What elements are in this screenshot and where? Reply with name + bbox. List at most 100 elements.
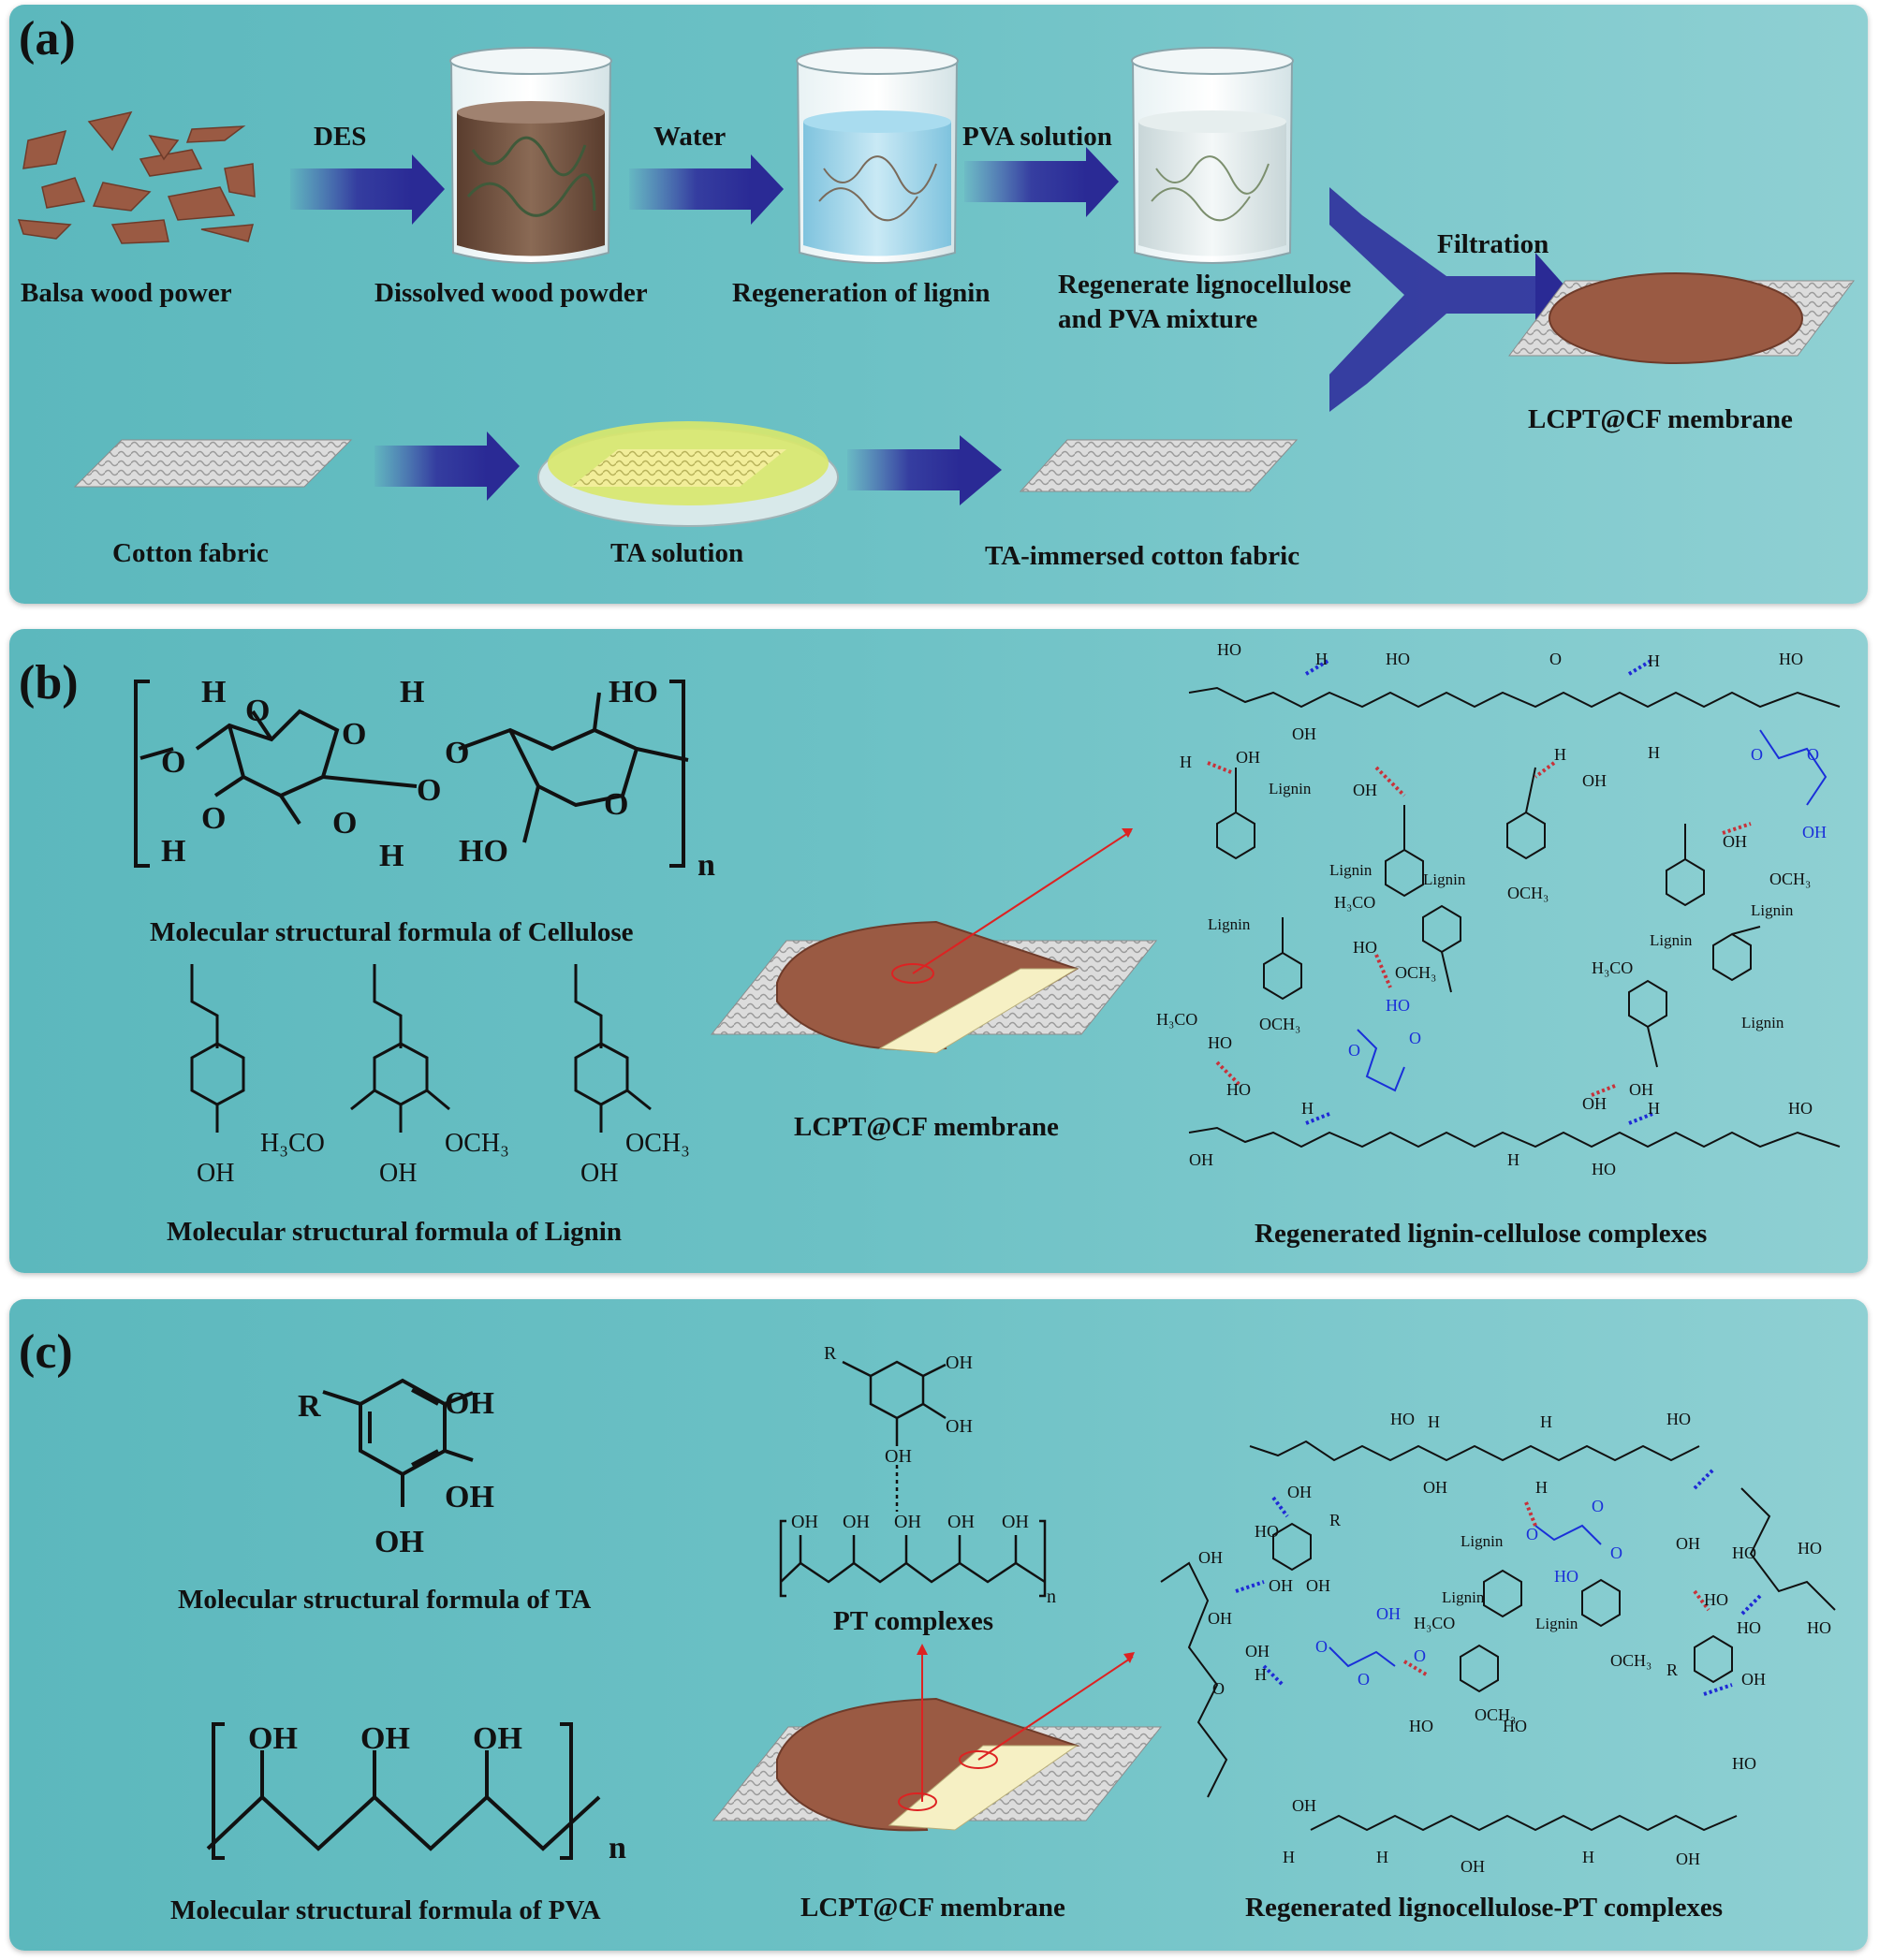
lcpt-membrane-b [710, 828, 1158, 1054]
svg-text:Lignin: Lignin [1535, 1615, 1578, 1632]
svg-text:OH: OH [1236, 748, 1260, 767]
cellulose-caption: Molecular structural formula of Cellulos… [150, 917, 634, 947]
panel-b-label: (b) [19, 656, 79, 709]
svg-text:Lignin: Lignin [1442, 1588, 1485, 1606]
svg-text:OH: OH [1208, 1609, 1232, 1628]
svg-text:H₃CO: H₃CO [260, 1129, 325, 1158]
ester-blue [1357, 729, 1828, 1092]
svg-text:H: H [1540, 1412, 1552, 1431]
svg-text:O: O [245, 694, 270, 728]
svg-text:H: H [1648, 1099, 1660, 1118]
svg-text:HO: HO [1390, 1410, 1415, 1428]
svg-text:OH: OH [885, 1446, 912, 1467]
svg-text:Lignin: Lignin [1751, 901, 1794, 919]
hbonds-blue [1304, 658, 1654, 1125]
svg-text:HO: HO [1226, 1080, 1251, 1099]
svg-text:HO: HO [1386, 996, 1410, 1015]
svg-text:HO: HO [1807, 1618, 1831, 1637]
arrow-label-des: DES [314, 122, 367, 152]
lignin-tags: Lignin Lignin Lignin Lignin Lignin Ligni… [1208, 780, 1794, 1031]
svg-text:HO: HO [1704, 1590, 1728, 1609]
complex-caption-b: Regenerated lignin-cellulose complexes [1255, 1219, 1708, 1249]
svg-text:HO: HO [1503, 1717, 1527, 1735]
cellulose-n: n [697, 848, 715, 883]
pva-n: n [609, 1831, 626, 1865]
svg-text:HO: HO [1779, 650, 1803, 668]
step-label-cotton: Cotton fabric [112, 538, 269, 568]
ester-blue-c [1329, 1524, 1602, 1668]
svg-text:H: H [1648, 651, 1660, 670]
pva-structure [206, 1722, 601, 1860]
svg-text:OH: OH [1629, 1080, 1653, 1099]
svg-text:R: R [298, 1389, 321, 1424]
panel-c-label: (c) [19, 1325, 73, 1379]
cellulose-structure [134, 680, 689, 868]
svg-text:O: O [1592, 1497, 1604, 1515]
step-label-ta-solution: TA solution [610, 538, 744, 568]
svg-text:OH: OH [946, 1416, 973, 1437]
svg-text:OH: OH [843, 1512, 870, 1532]
svg-text:H: H [1507, 1150, 1519, 1169]
hbonds-blue-c [1235, 1468, 1762, 1696]
step-label-ta-cotton: TA-immersed cotton fabric [985, 541, 1300, 571]
svg-text:OH: OH [1292, 1796, 1316, 1815]
step-label-dissolved: Dissolved wood powder [374, 278, 648, 308]
hbonds-red [1207, 761, 1752, 1097]
svg-text:H: H [1535, 1478, 1548, 1497]
svg-text:OH: OH [379, 1159, 417, 1188]
svg-text:OH: OH [894, 1512, 921, 1532]
svg-text:HO: HO [1788, 1099, 1813, 1118]
svg-text:OCH₃: OCH₃ [1395, 963, 1436, 982]
svg-text:OH: OH [580, 1159, 618, 1188]
svg-text:OCH₃: OCH₃ [1610, 1651, 1651, 1670]
svg-text:OH: OH [1292, 724, 1316, 743]
svg-text:HO: HO [1554, 1567, 1578, 1586]
svg-text:H: H [1648, 743, 1660, 762]
pva-caption: Molecular structural formula of PVA [170, 1895, 601, 1925]
svg-text:O: O [201, 801, 226, 836]
cotton-fabric [73, 439, 353, 488]
svg-text:OH: OH [1353, 781, 1377, 799]
arrow-des [290, 154, 445, 225]
ta-dish [537, 421, 839, 527]
svg-text:Lignin: Lignin [1423, 870, 1466, 888]
membrane-caption-c: LCPT@CF membrane [800, 1893, 1065, 1923]
svg-text:HO: HO [1208, 1033, 1232, 1052]
lignin-cellulose-network [1188, 686, 1841, 1148]
arrow-label-water: Water [653, 122, 727, 152]
svg-text:H: H [379, 839, 404, 873]
svg-text:OH: OH [1676, 1850, 1700, 1868]
svg-text:O: O [161, 745, 185, 780]
svg-text:OCH₃: OCH₃ [1259, 1015, 1300, 1033]
svg-text:O: O [332, 806, 357, 841]
ta-structure [322, 1378, 474, 1507]
svg-text:HO: HO [1217, 640, 1241, 659]
svg-text:H₃CO: H₃CO [1414, 1614, 1455, 1632]
step-label-membrane: LCPT@CF membrane [1528, 404, 1793, 434]
svg-text:OH: OH [1741, 1670, 1766, 1689]
complex-caption-c: Regenerated lignocellulose-PT complexes [1245, 1893, 1724, 1923]
svg-text:OH: OH [360, 1721, 410, 1756]
svg-text:OH: OH [1376, 1604, 1401, 1623]
svg-text:OH: OH [946, 1353, 973, 1373]
svg-text:O: O [1751, 745, 1763, 764]
svg-text:HO: HO [1592, 1160, 1616, 1178]
arrow-ta-to-immersed [847, 435, 1002, 505]
svg-text:OH: OH [197, 1159, 234, 1188]
membrane-caption-b: LCPT@CF membrane [794, 1112, 1059, 1142]
svg-text:O: O [1610, 1543, 1622, 1562]
svg-text:HO: HO [1732, 1543, 1756, 1562]
svg-text:OH: OH [1802, 823, 1827, 841]
svg-text:OH: OH [1461, 1857, 1485, 1876]
svg-text:OCH₃: OCH₃ [445, 1129, 509, 1158]
arrow-pva [964, 147, 1119, 217]
svg-text:OCH₃: OCH₃ [625, 1129, 690, 1158]
svg-text:R: R [1666, 1660, 1678, 1679]
svg-text:H: H [1301, 1099, 1314, 1118]
svg-text:Lignin: Lignin [1269, 780, 1312, 797]
balsa-wood-chips [17, 110, 256, 244]
